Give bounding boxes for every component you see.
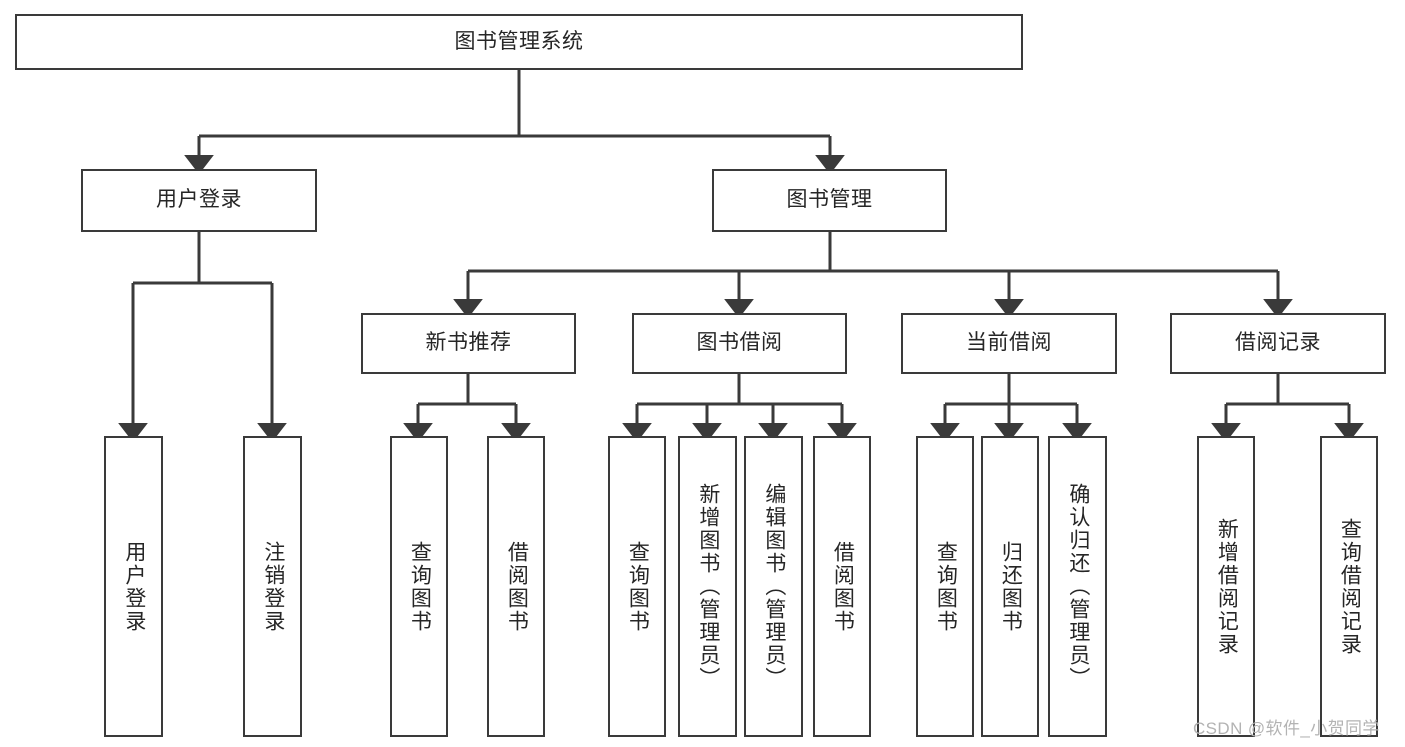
node-label: 查询图书 [408,540,432,633]
node-leaf-query-book-borrow[interactable]: 查询图书 [608,436,666,737]
node-book-borrow[interactable]: 图书借阅 [632,313,847,374]
node-new-book-recommend[interactable]: 新书推荐 [361,313,576,374]
node-current-borrow[interactable]: 当前借阅 [901,313,1117,374]
node-label: 查询图书 [626,540,650,633]
node-user-login[interactable]: 用户登录 [81,169,317,232]
node-label: 借阅图书 [505,540,529,633]
node-label: 注销登录 [261,540,285,633]
node-leaf-confirm-return-admin[interactable]: 确认归还（管理员） [1048,436,1107,737]
node-label: 新书推荐 [425,331,512,355]
node-label: 图书管理系统 [454,29,584,53]
node-leaf-borrow-book[interactable]: 借阅图书 [813,436,871,737]
node-leaf-return-book[interactable]: 归还图书 [981,436,1039,737]
node-leaf-add-book-admin[interactable]: 新增图书（管理员） [678,436,737,737]
node-leaf-query-book-current[interactable]: 查询图书 [916,436,974,737]
node-label: 编辑图书（管理员） [762,483,786,690]
node-leaf-edit-book-admin[interactable]: 编辑图书（管理员） [744,436,803,737]
node-label: 查询借阅记录 [1338,517,1362,656]
node-leaf-logout[interactable]: 注销登录 [243,436,302,737]
node-label: 新增图书（管理员） [696,483,720,690]
watermark-text: CSDN @软件_小贺同学 [1193,719,1380,738]
node-borrow-record[interactable]: 借阅记录 [1170,313,1386,374]
node-leaf-query-book-recommend[interactable]: 查询图书 [390,436,448,737]
node-label: 新增借阅记录 [1215,517,1239,656]
node-root-book-management-system[interactable]: 图书管理系统 [15,14,1023,70]
node-label: 当前借阅 [966,331,1052,355]
node-label: 用户登录 [122,540,146,633]
node-label: 图书管理 [786,188,873,212]
node-label: 用户登录 [156,188,242,212]
node-label: 图书借阅 [696,331,783,355]
node-label: 查询图书 [934,540,958,633]
node-label: 借阅记录 [1235,331,1321,355]
node-leaf-query-borrow-record[interactable]: 查询借阅记录 [1320,436,1378,737]
node-leaf-user-login[interactable]: 用户登录 [104,436,163,737]
node-leaf-borrow-book-recommend[interactable]: 借阅图书 [487,436,545,737]
node-book-management[interactable]: 图书管理 [712,169,947,232]
node-label: 归还图书 [999,540,1023,633]
node-label: 借阅图书 [831,540,855,633]
node-leaf-add-borrow-record[interactable]: 新增借阅记录 [1197,436,1255,737]
node-label: 确认归还（管理员） [1066,483,1090,690]
